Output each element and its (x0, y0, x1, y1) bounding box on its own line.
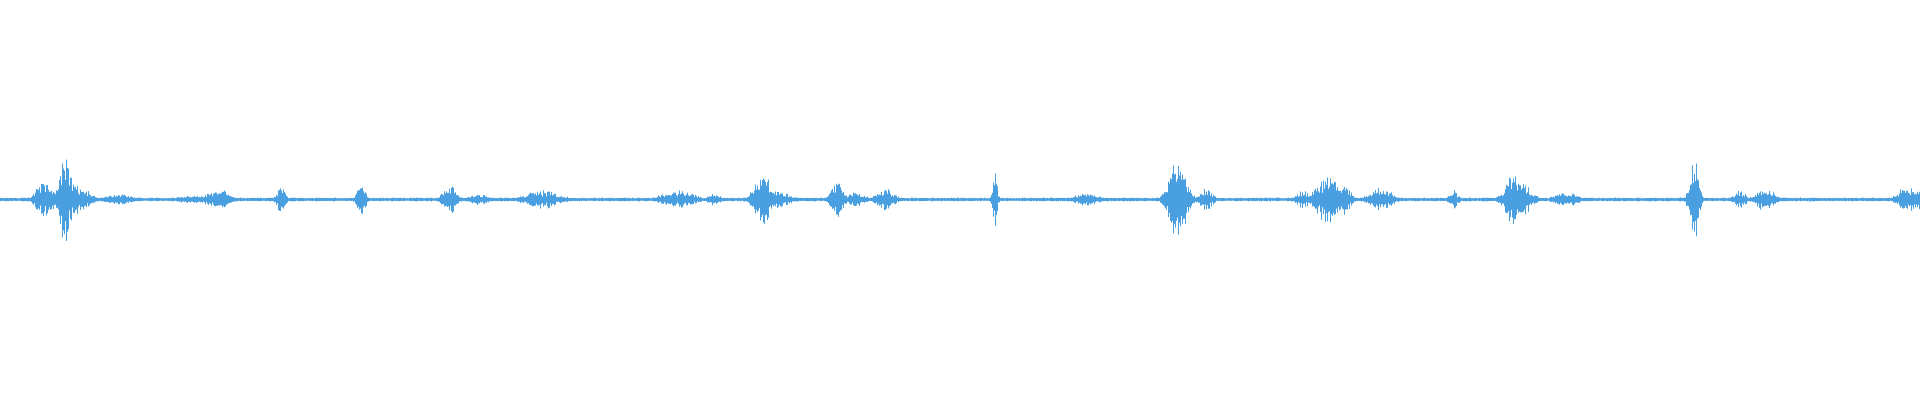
waveform-samples (0, 159, 1920, 241)
waveform-trace (0, 159, 1920, 241)
